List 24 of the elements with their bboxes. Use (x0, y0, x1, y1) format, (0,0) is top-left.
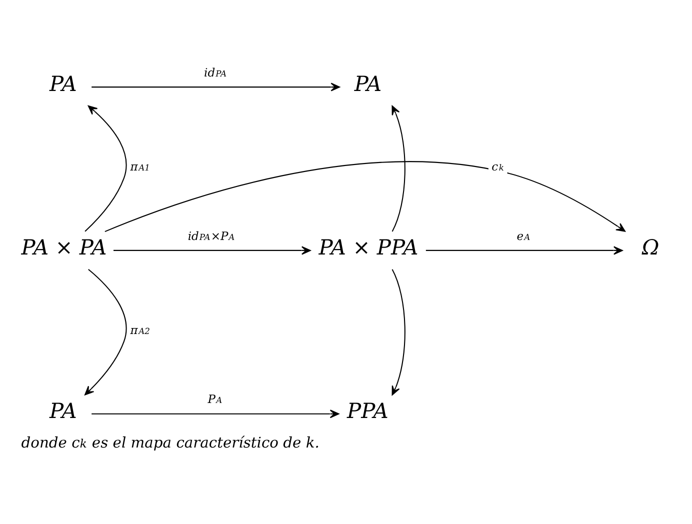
arrow (104, 160, 626, 232)
arrow (426, 246, 623, 254)
arrow (92, 82, 340, 91)
edge-label: eA (516, 228, 530, 242)
node-text: PA (50, 398, 77, 423)
edge-label: idPA×PA (188, 228, 235, 242)
arrow (392, 268, 406, 395)
node-text: PA × PPA (318, 235, 418, 260)
node-text: PA (354, 72, 382, 96)
node-text: PA × PA (21, 235, 107, 260)
arrow (114, 246, 311, 254)
arrow (92, 409, 340, 418)
arrow (84, 104, 127, 232)
caption: donde ck es el mapa característico de k. (21, 434, 320, 452)
edge-label: idPA (204, 64, 226, 79)
node-text: PA (50, 72, 77, 96)
arrow (392, 104, 406, 232)
edge-label: πA2 (130, 322, 150, 337)
edge-label: PA (208, 392, 222, 406)
edge-label: πA1 (130, 159, 150, 174)
node-text: PPA (347, 398, 388, 423)
edge-label: ck (492, 159, 504, 174)
node-text: Ω (642, 235, 660, 260)
arrow (84, 268, 127, 395)
